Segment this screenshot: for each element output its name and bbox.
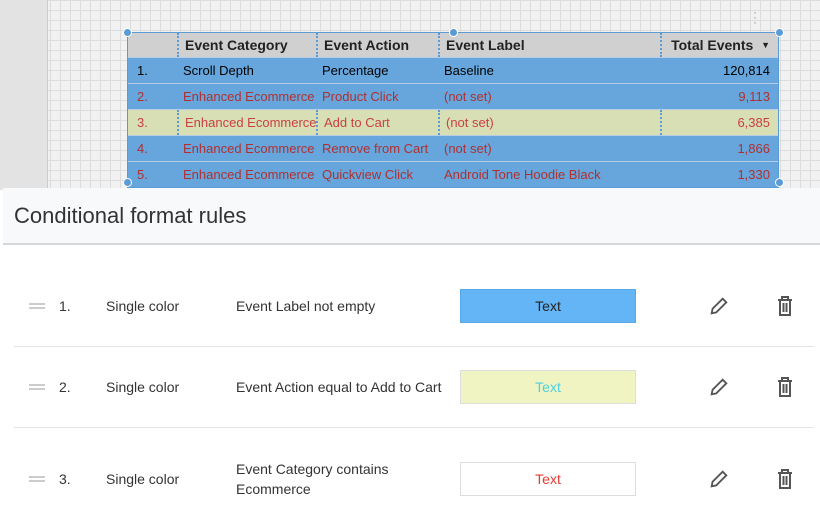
cell-action: Remove from Cart [322,141,429,156]
rule-condition: Event Action equal to Add to Cart [236,378,442,395]
cell-category: Enhanced Ecommerce [183,89,315,104]
table-row[interactable]: 2. Enhanced Ecommerce Product Click (not… [128,84,778,110]
rule-condition: Event Category contains Ecommerce [236,460,389,497]
pencil-icon[interactable] [708,376,730,398]
rule-preview: Text [460,369,636,404]
row-index: 1. [137,63,148,78]
conditional-format-panel: Conditional format rules 1. Single color… [3,188,820,524]
pencil-icon[interactable] [708,295,730,317]
rule-number: 2. [59,378,71,395]
more-options-icon[interactable]: ··· [753,5,757,29]
cell-category: Enhanced Ecommerce [183,167,315,182]
table-row[interactable]: 1. Scroll Depth Percentage Baseline 120,… [128,58,778,84]
row-index: 2. [137,89,148,104]
header-event-label[interactable]: Event Label [438,33,660,57]
panel-title: Conditional format rules [14,202,247,228]
pencil-icon[interactable] [708,468,730,490]
table-row[interactable]: 4. Enhanced Ecommerce Remove from Cart (… [128,136,778,162]
rule-type: Single color [106,298,180,314]
cell-category: Enhanced Ecommerce [183,141,315,156]
cell-action: Percentage [322,63,389,78]
cell-label: Baseline [444,63,494,78]
cell-category: Scroll Depth [183,63,254,78]
sort-desc-icon: ▼ [761,40,770,50]
header-total-events[interactable]: Total Events ▼ [660,33,778,57]
resize-handle[interactable] [775,178,784,187]
cell-label: (not set) [444,89,492,104]
cell-category: Enhanced Ecommerce [177,110,316,135]
rule-number: 3. [59,470,71,487]
trash-icon[interactable] [775,295,795,317]
table-row[interactable]: 3. Enhanced Ecommerce Add to Cart (not s… [128,110,778,136]
rule-type: Single color [106,470,180,487]
resize-handle[interactable] [775,28,784,37]
cell-total: 1,330 [737,167,770,182]
cell-total: 6,385 [660,110,778,135]
resize-handle[interactable] [123,28,132,37]
drag-handle-icon[interactable] [29,475,45,482]
rule-condition: Event Label not empty [236,298,376,314]
cell-label: (not set) [438,110,660,135]
trash-icon[interactable] [775,468,795,490]
rule-number: 1. [59,298,71,314]
rule-type: Single color [106,378,180,395]
rule-preview: Text [460,461,636,496]
header-event-action[interactable]: Event Action [316,33,438,57]
row-index: 4. [137,141,148,156]
table-header: Event Category Event Action Event Label … [128,33,778,58]
panel-header: Conditional format rules [3,188,820,245]
row-index: 3. [137,115,148,130]
cell-label: Android Tone Hoodie Black [444,167,601,182]
rule-row[interactable]: 1. Single color Event Label not empty Te… [14,266,814,346]
drag-handle-icon[interactable] [29,303,45,309]
header-total-events-label: Total Events [671,37,754,53]
drag-handle-icon[interactable] [29,383,45,390]
report-canvas: ··· Event Category Event Action Event La… [0,0,820,190]
table-row[interactable]: 5. Enhanced Ecommerce Quickview Click An… [128,162,778,187]
trash-icon[interactable] [775,376,795,398]
cell-action: Add to Cart [316,110,438,135]
cell-total: 9,113 [738,89,770,104]
cell-total: 120,814 [723,63,770,78]
canvas-left-margin [0,0,48,190]
cell-action: Quickview Click [322,167,414,182]
rule-preview: Text [460,289,636,323]
cell-label: (not set) [444,141,492,156]
header-index [128,33,177,57]
cell-action: Product Click [322,89,399,104]
header-event-category[interactable]: Event Category [177,33,316,57]
resize-handle[interactable] [449,28,458,37]
resize-handle[interactable] [123,178,132,187]
row-index: 5. [137,167,148,182]
rule-row[interactable]: 3. Single color Event Category contains … [14,427,814,529]
rule-row[interactable]: 2. Single color Event Action equal to Ad… [14,346,814,426]
cell-total: 1,866 [737,141,770,156]
data-table[interactable]: Event Category Event Action Event Label … [127,32,779,188]
